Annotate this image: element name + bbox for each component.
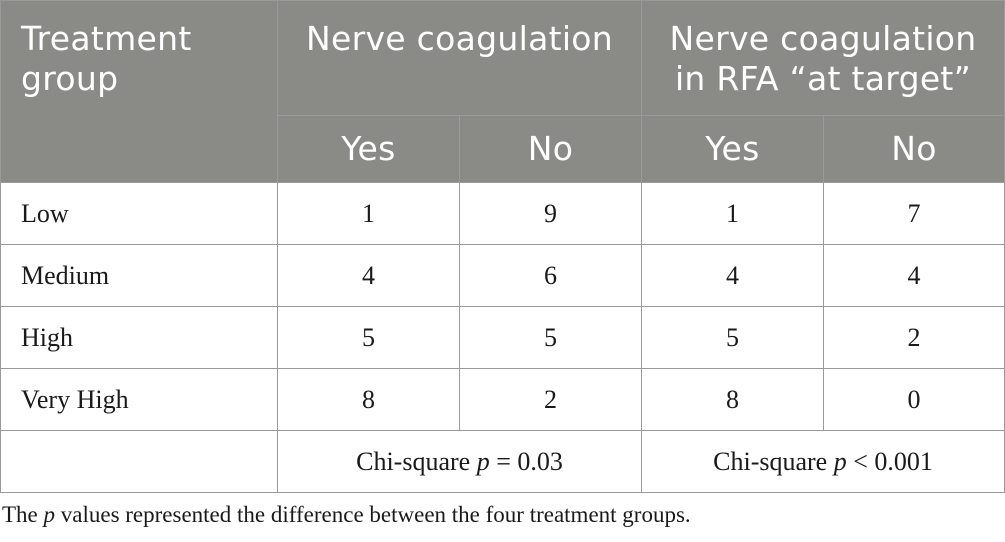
header-nc-yes: Yes	[277, 115, 460, 183]
stats-nc-prefix: Chi-square	[356, 446, 471, 476]
row-label: Very High	[0, 368, 278, 431]
header-row-groups: Treatment group Nerve coagulation Nerve …	[0, 0, 1005, 183]
cell-rfa-no: 2	[822, 306, 1005, 369]
cell-rfa-no: 4	[822, 244, 1005, 307]
cell-rfa-yes: 1	[641, 182, 824, 245]
table-row: Very High 8 2 8 0	[0, 368, 1005, 431]
table-row: Low 1 9 1 7	[0, 182, 1005, 245]
row-label: Low	[0, 182, 278, 245]
cell-nc-yes: 4	[277, 244, 460, 307]
footnote-rest: values represented the difference betwee…	[60, 502, 691, 527]
cell-nc-no: 9	[459, 182, 642, 245]
row-label: Medium	[0, 244, 278, 307]
stats-nc-value: = 0.03	[496, 446, 563, 476]
cell-nc-yes: 5	[277, 306, 460, 369]
cell-nc-yes: 8	[277, 368, 460, 431]
stats-nc-p-symbol: p	[476, 446, 490, 476]
table-header: Treatment group Nerve coagulation Nerve …	[0, 0, 1005, 183]
table-footnote: The p values represented the difference …	[2, 502, 691, 528]
row-label: High	[0, 306, 278, 369]
stats-rfa-value: < 0.001	[853, 446, 933, 476]
cell-rfa-yes: 8	[641, 368, 824, 431]
stats-row: Chi-square p = 0.03 Chi-square p < 0.001	[0, 430, 1005, 493]
cell-rfa-yes: 4	[641, 244, 824, 307]
header-treatment-group: Treatment group	[0, 0, 278, 183]
cell-rfa-no: 0	[822, 368, 1005, 431]
stats-empty-cell	[0, 430, 278, 493]
results-table-container: Treatment group Nerve coagulation Nerve …	[0, 0, 1005, 493]
header-row-sub: Yes No Yes No	[1, 115, 1005, 183]
cell-nc-yes: 1	[277, 182, 460, 245]
header-nc-no: No	[459, 115, 642, 183]
stats-nerve-coagulation: Chi-square p = 0.03	[277, 430, 642, 493]
results-table: Treatment group Nerve coagulation Nerve …	[0, 0, 1005, 493]
table-row: High 5 5 5 2	[0, 306, 1005, 369]
header-rfa-yes: Yes	[641, 115, 824, 183]
cell-rfa-yes: 5	[641, 306, 824, 369]
stats-nerve-coagulation-rfa: Chi-square p < 0.001	[640, 430, 1005, 493]
table-row: Medium 4 6 4 4	[0, 244, 1005, 307]
table-body: Low 1 9 1 7 Medium 4 6 4 4 High 5 5 5 2	[0, 182, 1005, 493]
header-nerve-coagulation: Nerve coagulation	[277, 0, 642, 116]
header-rfa-no: No	[822, 115, 1005, 183]
cell-nc-no: 2	[459, 368, 642, 431]
cell-rfa-no: 7	[822, 182, 1005, 245]
cell-nc-no: 5	[459, 306, 642, 369]
stats-rfa-p-symbol: p	[833, 446, 847, 476]
stats-rfa-prefix: Chi-square	[713, 446, 828, 476]
cell-nc-no: 6	[459, 244, 642, 307]
footnote-lead: The	[2, 502, 38, 527]
header-nerve-coagulation-rfa: Nerve coagulation in RFA “at target”	[640, 0, 1005, 116]
footnote-p-symbol: p	[43, 502, 56, 527]
